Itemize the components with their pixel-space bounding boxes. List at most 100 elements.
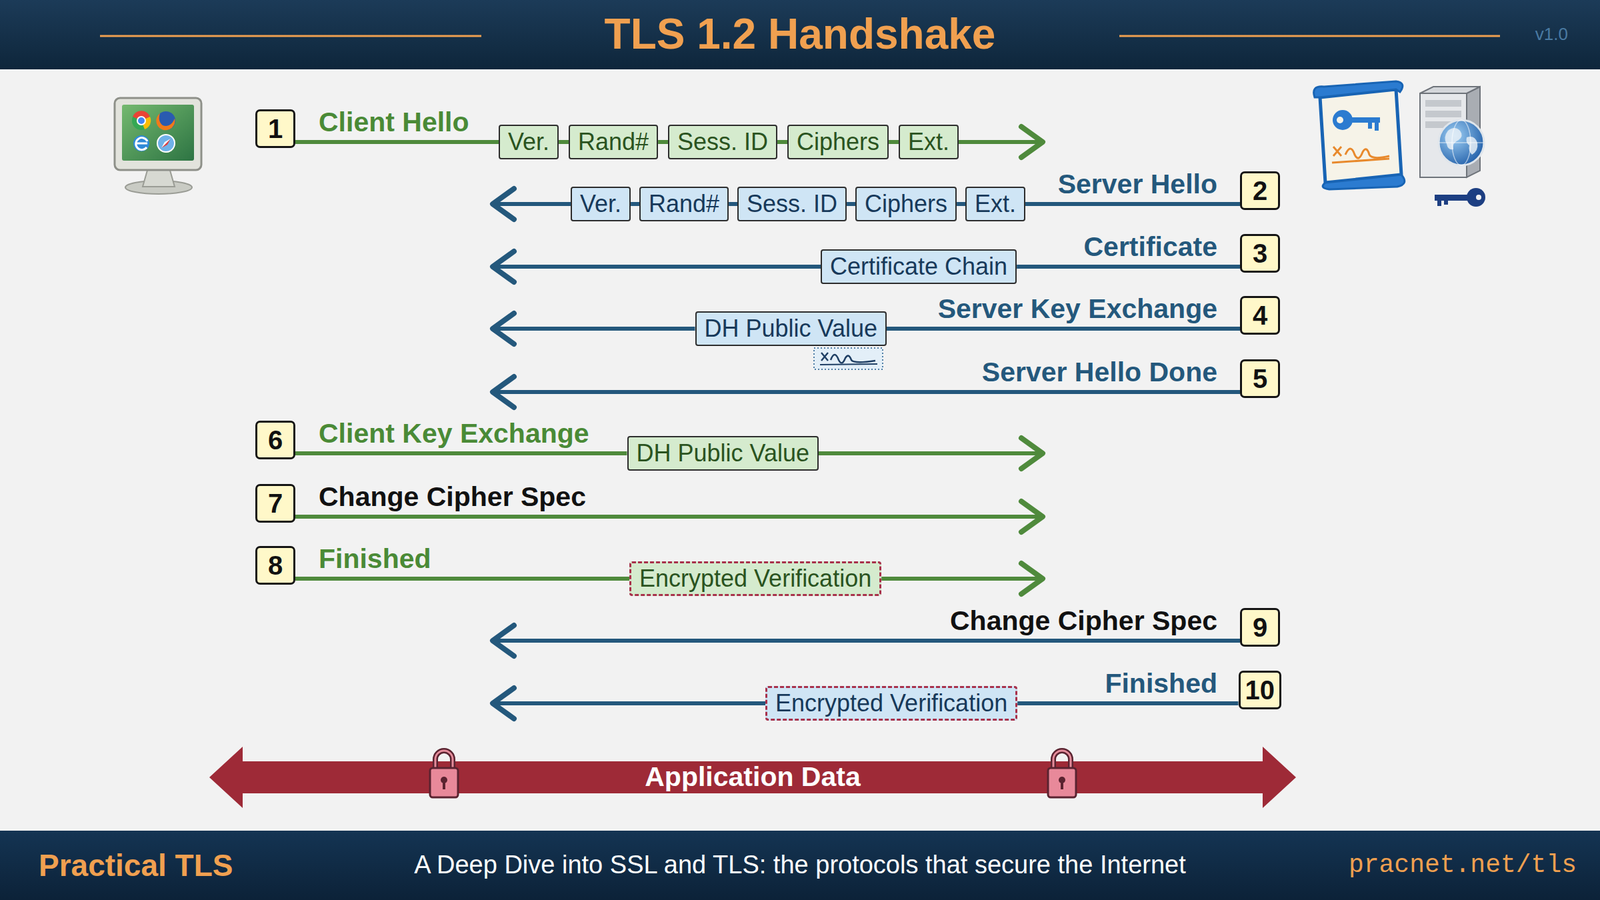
node-text: 4	[1252, 300, 1268, 330]
node-text: Rand#	[648, 190, 720, 218]
signature-icon	[821, 352, 828, 361]
step-number-box: 4	[1240, 296, 1280, 335]
node-text: Sess. ID	[677, 128, 768, 156]
message-arrow	[494, 390, 1240, 394]
message-field-box: Rand#	[639, 186, 729, 222]
key-icon	[1434, 188, 1486, 207]
client-computer-icon	[114, 98, 202, 194]
client-computer-icon	[156, 113, 175, 130]
server-icon	[1438, 120, 1484, 166]
message-name: Server Key Exchange	[938, 293, 1218, 325]
client-computer-icon	[156, 111, 176, 130]
message-arrow	[494, 326, 696, 331]
client-computer-icon	[114, 98, 202, 170]
message-field-box: Ext.	[898, 124, 959, 160]
message-line	[846, 202, 856, 206]
key-icon	[1476, 194, 1482, 200]
node-text: Ver.	[580, 190, 622, 218]
server-icon	[1420, 86, 1480, 94]
message-arrow	[494, 202, 571, 206]
signature-icon	[814, 348, 883, 370]
node-text: 2	[1252, 176, 1268, 206]
message-arrow	[494, 264, 821, 269]
step-number-box: 8	[255, 546, 296, 585]
message-line	[1016, 264, 1240, 269]
arrow-head	[492, 625, 514, 656]
message-name: Certificate	[1083, 231, 1218, 263]
step-number-box: 6	[255, 420, 296, 460]
header-bar	[100, 35, 482, 38]
node-text: Encrypted Verification	[775, 690, 1008, 717]
arrow-head	[1021, 501, 1043, 532]
message-arrow	[295, 514, 1041, 519]
node-text: Certificate Chain	[830, 253, 1008, 280]
lock-icon	[1048, 750, 1076, 798]
message-field-box: Ver.	[570, 186, 631, 222]
client-computer-icon	[161, 138, 171, 148]
message-field-box: Certificate Chain	[820, 249, 1017, 284]
certificate-icon	[1332, 158, 1390, 163]
arrow-head	[492, 188, 514, 220]
message-arrow	[494, 638, 1240, 643]
certificate-icon	[1322, 174, 1405, 190]
message-name: Finished	[1104, 668, 1218, 700]
node-text: Application Data	[644, 762, 860, 792]
message-name: Server Hello	[1058, 168, 1218, 200]
message-name: Client Key Exchange	[318, 418, 590, 450]
message-arrow	[494, 701, 766, 706]
message-line	[558, 140, 569, 144]
client-computer-icon	[133, 135, 150, 152]
step-number-box: 3	[1240, 234, 1280, 273]
arrow-head	[492, 376, 514, 408]
message-arrow	[958, 126, 1043, 158]
header-bar	[1119, 35, 1500, 38]
key-icon	[1466, 188, 1486, 207]
message-line	[956, 202, 966, 206]
client-computer-icon	[132, 111, 151, 130]
version-label: v1.0	[1535, 24, 1568, 45]
key-icon	[1437, 200, 1442, 206]
certificate-icon	[1345, 148, 1390, 158]
encrypted-field-box: Encrypted Verification	[629, 561, 882, 596]
message-line	[886, 326, 1240, 331]
message-arrow	[958, 140, 1041, 144]
message-field-box: Ver.	[498, 124, 559, 160]
node-text: Ver.	[508, 128, 550, 156]
message-field-box: DH Public Value	[627, 436, 819, 471]
client-computer-icon	[122, 104, 194, 161]
signature-icon	[814, 348, 883, 370]
node-text: Rand#	[578, 128, 649, 156]
node-text: Encrypted Verification	[639, 565, 872, 592]
message-arrow	[492, 313, 696, 344]
server-icon	[1425, 110, 1462, 118]
encrypted-field-box: Encrypted Verification	[765, 686, 1018, 721]
url-label: pracnet.net/tls	[1348, 850, 1577, 880]
message-line	[1017, 701, 1238, 706]
key-icon	[1434, 194, 1470, 201]
caption: A Deep Dive into SSL and TLS: the protoc…	[414, 850, 1186, 880]
message-line	[295, 451, 628, 456]
certificate-icon	[1374, 122, 1379, 131]
certificate-icon	[1336, 116, 1344, 124]
message-line	[888, 140, 899, 144]
message-line	[295, 576, 630, 581]
header-bar	[0, 0, 1600, 70]
message-line	[1025, 202, 1240, 206]
node-text: 5	[1252, 364, 1268, 394]
certificate-icon	[1314, 81, 1405, 190]
node-text: 1	[268, 114, 283, 144]
server-icon	[1438, 142, 1484, 144]
step-number-box: 1	[255, 109, 296, 148]
arrow-head	[492, 313, 514, 344]
node-text: 7	[268, 488, 283, 518]
message-arrow	[881, 563, 1043, 594]
message-name: Finished	[318, 543, 432, 575]
title: TLS 1.2 Handshake	[604, 10, 996, 60]
message-line	[658, 140, 668, 144]
certificate-icon	[1333, 146, 1342, 156]
lock-icon	[442, 781, 446, 790]
client-computer-icon	[161, 138, 171, 148]
step-number-box: 2	[1240, 171, 1280, 210]
message-line	[728, 202, 738, 206]
server-icon	[1425, 100, 1462, 107]
